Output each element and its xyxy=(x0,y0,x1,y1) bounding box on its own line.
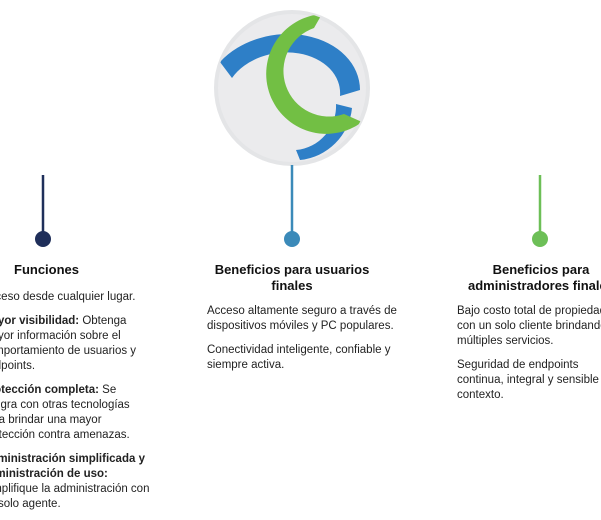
column-title: Beneficios para administradores finales xyxy=(468,262,601,293)
logo-icon xyxy=(214,10,370,166)
column-item: Protección completa: Se integra con otra… xyxy=(0,384,130,441)
node-middle xyxy=(284,231,300,247)
column-title: Funciones xyxy=(14,262,80,277)
logo-blue-arc xyxy=(220,34,360,96)
column-item: Seguridad de endpoints continua, integra… xyxy=(457,359,601,401)
column-item: Conectividad inteligente, confiable y si… xyxy=(207,344,391,371)
column-item: Mayor visibilidad: Obtenga mayor informa… xyxy=(0,315,137,372)
node-left xyxy=(35,231,51,247)
column-item: Administración simplificada y administra… xyxy=(0,453,150,510)
column-usuarios-finales: Beneficios para usuarios finales Acceso … xyxy=(207,262,407,382)
logo-green-arc xyxy=(266,14,362,134)
column-item: Bajo costo total de propiedad con un sol… xyxy=(457,305,601,347)
column-title: Beneficios para usuarios finales xyxy=(214,262,370,293)
column-item: Acceso altamente seguro a través de disp… xyxy=(207,305,397,332)
column-funciones: Funciones Acceso desde cualquier lugar. … xyxy=(0,262,152,520)
tree-connectors xyxy=(41,165,542,236)
column-item: Acceso desde cualquier lugar. xyxy=(0,291,136,303)
node-right xyxy=(532,231,548,247)
column-administradores-finales: Beneficios para administradores finales … xyxy=(457,262,601,412)
